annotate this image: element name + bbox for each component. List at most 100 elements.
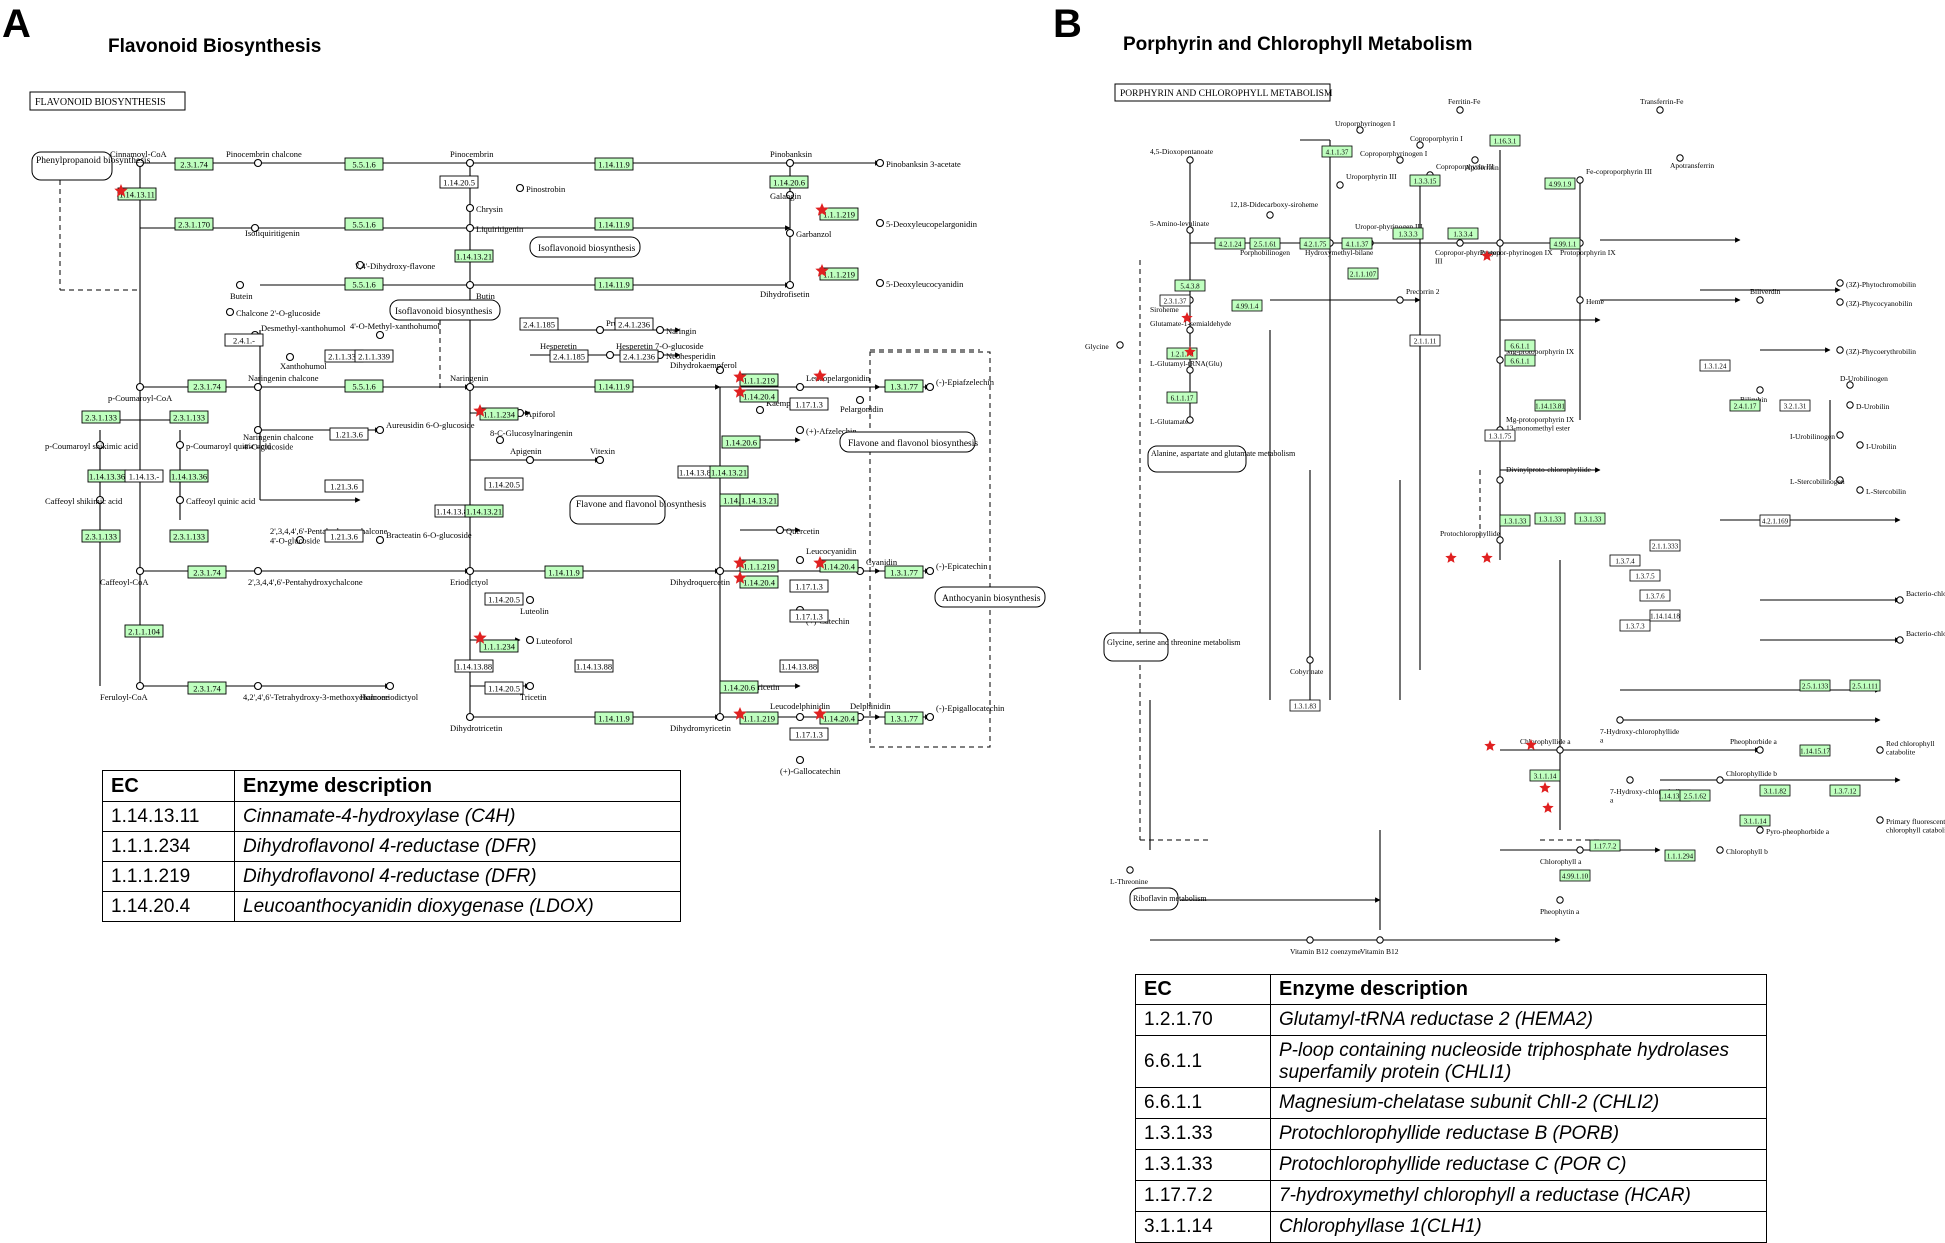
enzyme-box: 4.99.1.9 xyxy=(1544,177,1576,190)
svg-text:1.14.20.6: 1.14.20.6 xyxy=(723,683,755,693)
svg-text:2',3,4,4',6'-Pentahydroxychalc: 2',3,4,4',6'-Pentahydroxychalcone xyxy=(248,577,363,587)
svg-text:Caffeoyl-CoA: Caffeoyl-CoA xyxy=(100,577,149,587)
svg-text:1.14.20.6: 1.14.20.6 xyxy=(725,438,757,448)
svg-text:Mg-protoporphyrin IX: Mg-protoporphyrin IX xyxy=(1506,415,1575,424)
svg-text:4'-O-Methyl-xanthohumol: 4'-O-Methyl-xanthohumol xyxy=(350,321,440,331)
svg-text:L-Stercobilin: L-Stercobilin xyxy=(1866,487,1906,496)
compound-cobyrinate: Cobyrinate xyxy=(1290,656,1324,676)
enzyme-box: 2.5.1.61 xyxy=(1249,237,1281,250)
svg-text:Chalcone 2'-O-glucoside: Chalcone 2'-O-glucoside xyxy=(236,308,321,318)
svg-text:I-Urobilinogen: I-Urobilinogen xyxy=(1790,432,1835,441)
svg-text:1.3.1.24: 1.3.1.24 xyxy=(1704,363,1727,371)
svg-text:Aureusidin 6-O-glucoside: Aureusidin 6-O-glucoside xyxy=(386,420,475,430)
svg-text:2.5.1.111: 2.5.1.111 xyxy=(1852,683,1878,691)
svg-text:2.4.1.185: 2.4.1.185 xyxy=(523,320,555,330)
enzyme-box: 1.14.13.88 xyxy=(574,659,614,673)
svg-text:Liquiritigenin: Liquiritigenin xyxy=(476,224,524,234)
svg-text:Tricetin: Tricetin xyxy=(520,692,547,702)
highlight-star xyxy=(1481,552,1493,563)
svg-text:1.3.7.6: 1.3.7.6 xyxy=(1645,593,1665,601)
compound-glutamate-semialdehyde: Glutamate-1-semialdehyde xyxy=(1150,319,1232,334)
compound-methylxanthohumol: 4'-O-Methyl-xanthohumol xyxy=(350,321,440,340)
svg-text:Dihydromyricetin: Dihydromyricetin xyxy=(670,723,732,733)
compound-naringin: Naringin xyxy=(655,325,697,336)
enzyme-box: 1.17.1.3 xyxy=(789,727,829,741)
enzyme-box: 2.1.1.11 xyxy=(1409,334,1441,347)
enzyme-box: 2.3.1.133 xyxy=(169,529,209,543)
svg-text:2.3.1.133: 2.3.1.133 xyxy=(173,413,205,423)
enzyme-box: 2.4.1.- xyxy=(224,333,264,347)
svg-text:Porphobilinogen: Porphobilinogen xyxy=(1240,248,1290,257)
svg-text:FLAVONOID BIOSYNTHESIS: FLAVONOID BIOSYNTHESIS xyxy=(35,97,166,108)
compound-i-urobilin: I-Urobilin xyxy=(1856,441,1897,451)
enzyme-box: 1.14.13.88 xyxy=(454,659,494,673)
svg-text:p-Coumaroyl quinic acid: p-Coumaroyl quinic acid xyxy=(186,441,272,451)
enzyme-box: 1.14.13.81 xyxy=(1534,399,1566,412)
enzyme-box: 1.3.7.3 xyxy=(1619,619,1651,632)
enzyme-box: 1.14.20.4 xyxy=(739,389,779,403)
compound-chrysin: Chrysin xyxy=(465,203,504,214)
svg-text:1.1.1.219: 1.1.1.219 xyxy=(743,714,775,724)
enzyme-box: 2.5.1.62 xyxy=(1679,789,1711,802)
svg-text:1.14.11.9: 1.14.11.9 xyxy=(598,160,630,170)
compound-phycoerythrobilin: (3Z)-Phycoerythrobilin xyxy=(1836,346,1916,356)
svg-text:Pinocembrin chalcone: Pinocembrin chalcone xyxy=(226,149,302,159)
svg-text:1.14.13.21: 1.14.13.21 xyxy=(466,507,502,517)
svg-text:Naringenin chalcone: Naringenin chalcone xyxy=(243,432,314,442)
svg-text:4.99.1.9: 4.99.1.9 xyxy=(1549,181,1572,189)
enzyme-box: 2.3.1.74 xyxy=(187,681,227,695)
compound-apoferritin: Apoferritin xyxy=(1465,156,1499,172)
svg-text:2.4.1.17: 2.4.1.17 xyxy=(1734,403,1757,411)
enzyme-box: 1.14.13.21 xyxy=(454,249,494,263)
ec-header: EC xyxy=(102,770,235,802)
enzyme-box: 1.14.13.- xyxy=(124,469,164,483)
porphyrin-highlight-stars xyxy=(1181,250,1554,813)
enzyme-description-cell: Dihydroflavonol 4-reductase (DFR) xyxy=(234,831,681,862)
highlight-star xyxy=(1525,739,1537,750)
table-row: 1.1.1.234 Dihydroflavonol 4-reductase (D… xyxy=(102,831,681,862)
svg-text:a: a xyxy=(1610,796,1614,805)
enzyme-box: 1.3.7.5 xyxy=(1629,569,1661,582)
enzyme-box: 2.3.1.133 xyxy=(169,410,209,424)
svg-text:(3Z)-Phycocyanobilin: (3Z)-Phycocyanobilin xyxy=(1846,299,1912,308)
compound-coprop1: Coproporphyrinogen I xyxy=(1360,149,1428,164)
enzyme-box: 1.14.20.4 xyxy=(739,575,779,589)
compound-p-coumaroyl-coa: p-Coumaroyl-CoA xyxy=(108,382,173,403)
svg-text:2.1.1.333: 2.1.1.333 xyxy=(1652,543,1679,551)
enzyme-box: 2.3.1.74 xyxy=(174,157,214,171)
svg-text:L-Stercobilinogen: L-Stercobilinogen xyxy=(1790,477,1845,486)
table-row: 1.14.13.11 Cinnamate-4-hydroxylase (C4H) xyxy=(102,801,681,832)
compound-galangin: Galangin xyxy=(770,190,802,201)
ec-cell: 6.6.1.1 xyxy=(1135,1035,1271,1088)
svg-text:2.1.1.107: 2.1.1.107 xyxy=(1350,271,1377,279)
compound-mg-proto: Mg-protoporphyrin IX xyxy=(1496,347,1575,364)
svg-text:Uroporphyrin III: Uroporphyrin III xyxy=(1346,172,1397,181)
svg-text:Siroheme: Siroheme xyxy=(1150,305,1179,314)
svg-text:1.17.1.3: 1.17.1.3 xyxy=(795,400,823,410)
panel-a-title: Flavonoid Biosynthesis xyxy=(108,36,322,57)
svg-text:1.14.20.5: 1.14.20.5 xyxy=(488,684,520,694)
compound-pinocembrin: Pinocembrin xyxy=(450,149,494,168)
svg-text:7-Hydroxy-chlorophyllide: 7-Hydroxy-chlorophyllide xyxy=(1600,727,1680,736)
enzyme-box: 1.17.1.3 xyxy=(789,397,829,411)
svg-text:L-Glutamate: L-Glutamate xyxy=(1150,417,1189,426)
enzyme-box: 1.14.11.9 xyxy=(594,711,634,725)
svg-text:Luteoforol: Luteoforol xyxy=(536,636,573,646)
enzyme-box: 5.5.1.6 xyxy=(344,157,384,171)
svg-text:1.1.1.219: 1.1.1.219 xyxy=(743,376,775,386)
svg-text:Hesperetin: Hesperetin xyxy=(540,341,578,351)
compound-pinobanksin-acetate: Pinobanksin 3-acetate xyxy=(875,158,961,169)
enzyme-box: 4.1.1.37 xyxy=(1321,145,1353,158)
svg-text:Naringin: Naringin xyxy=(666,326,697,336)
svg-text:Dihydroquercetin: Dihydroquercetin xyxy=(670,577,731,587)
enzyme-box: 2.3.1.74 xyxy=(187,565,227,579)
svg-text:1.3.7.5: 1.3.7.5 xyxy=(1635,573,1655,581)
highlight-star xyxy=(473,404,487,417)
compound-luteoforol: Luteoforol xyxy=(525,635,573,646)
enzyme-box: 2.1.1.107 xyxy=(1347,267,1379,280)
enzyme-box: 4.1.1.37 xyxy=(1341,237,1373,250)
svg-text:2.1.1.104: 2.1.1.104 xyxy=(128,627,161,637)
